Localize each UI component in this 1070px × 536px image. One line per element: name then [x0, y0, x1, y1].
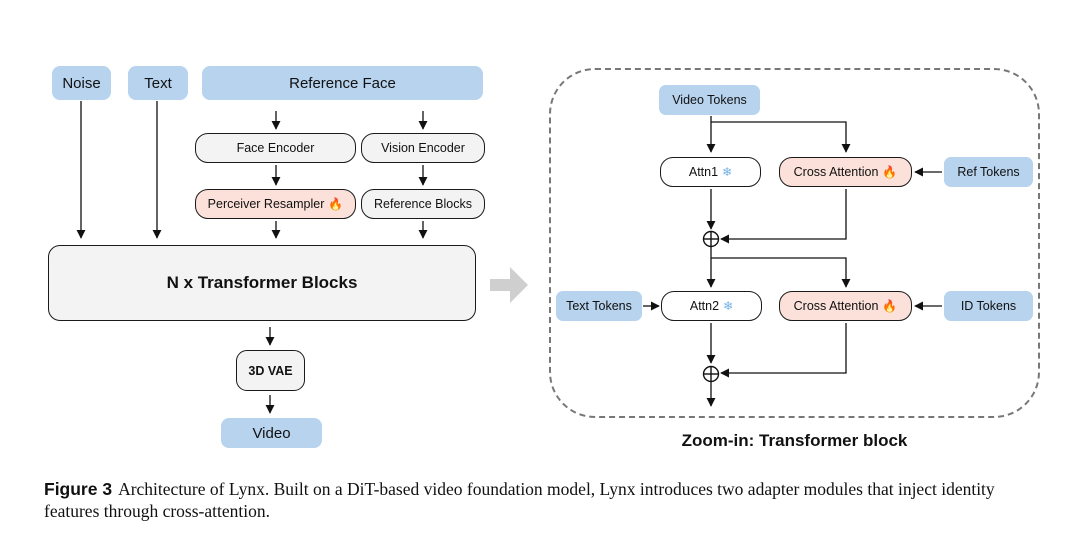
- id-tokens-input: ID Tokens: [944, 291, 1033, 321]
- snowflake-icon: ❄: [722, 165, 733, 179]
- reference-face-input: Reference Face: [202, 66, 483, 100]
- video-output: Video: [221, 418, 322, 448]
- text-tokens-label: Text Tokens: [566, 299, 632, 313]
- arrow-video-tokens-to-cross-attn-1: [711, 121, 851, 153]
- arrow-cross-attn-2-to-add2: [720, 323, 847, 378]
- transformer-blocks: N x Transformer Blocks: [48, 245, 476, 321]
- fire-icon: 🔥: [882, 299, 898, 313]
- attn2-block: Attn2❄: [661, 291, 762, 321]
- ref-tokens-input: Ref Tokens: [944, 157, 1033, 187]
- face-encoder-label: Face Encoder: [236, 141, 315, 155]
- vae-block: 3D VAE: [236, 350, 305, 391]
- noise-input: Noise: [52, 66, 111, 100]
- cross-attention-2-label: Cross Attention: [793, 299, 879, 313]
- cross-attention-1-block: Cross Attention🔥: [779, 157, 912, 187]
- arrow-cross-attn-1-to-add1: [720, 189, 847, 244]
- attn1-block: Attn1❄: [660, 157, 761, 187]
- noise-label: Noise: [62, 74, 101, 92]
- figure-label: Figure 3: [44, 479, 113, 499]
- arrow-add1-to-cross-attn-2: [711, 257, 851, 288]
- ref-tokens-label: Ref Tokens: [957, 165, 1020, 179]
- snowflake-icon: ❄: [723, 299, 734, 313]
- zoom-arrow: [490, 267, 528, 303]
- caption-text: Architecture of Lynx. Built on a DiT-bas…: [44, 479, 995, 521]
- cross-attention-2-block: Cross Attention🔥: [779, 291, 912, 321]
- add-node-2: [702, 365, 720, 383]
- reference-face-label: Reference Face: [289, 74, 396, 92]
- perceiver-resampler-label: Perceiver Resampler: [207, 197, 325, 211]
- text-input: Text: [128, 66, 188, 100]
- face-encoder-block: Face Encoder: [195, 133, 356, 163]
- add-node-1: [702, 230, 720, 248]
- reference-blocks-block: Reference Blocks: [361, 189, 485, 219]
- video-tokens-label: Video Tokens: [672, 93, 747, 107]
- cross-attention-1-label: Cross Attention: [793, 165, 879, 179]
- text-tokens-input: Text Tokens: [556, 291, 642, 321]
- transformer-blocks-label: N x Transformer Blocks: [166, 273, 358, 292]
- video-tokens-input: Video Tokens: [659, 85, 760, 115]
- attn1-label: Attn1: [688, 165, 719, 179]
- zoom-in-title: Zoom-in: Transformer block: [681, 431, 908, 450]
- reference-blocks-label: Reference Blocks: [374, 197, 472, 211]
- video-label: Video: [252, 424, 291, 442]
- vae-label: 3D VAE: [248, 363, 293, 378]
- vision-encoder-block: Vision Encoder: [361, 133, 485, 163]
- attn2-label: Attn2: [689, 299, 720, 313]
- text-label: Text: [144, 74, 172, 92]
- fire-icon: 🔥: [328, 197, 344, 211]
- perceiver-resampler-block: Perceiver Resampler🔥: [195, 189, 356, 219]
- id-tokens-label: ID Tokens: [960, 299, 1017, 313]
- vision-encoder-label: Vision Encoder: [381, 141, 465, 155]
- zoom-in-frame: [549, 68, 1040, 418]
- fire-icon: 🔥: [882, 165, 898, 179]
